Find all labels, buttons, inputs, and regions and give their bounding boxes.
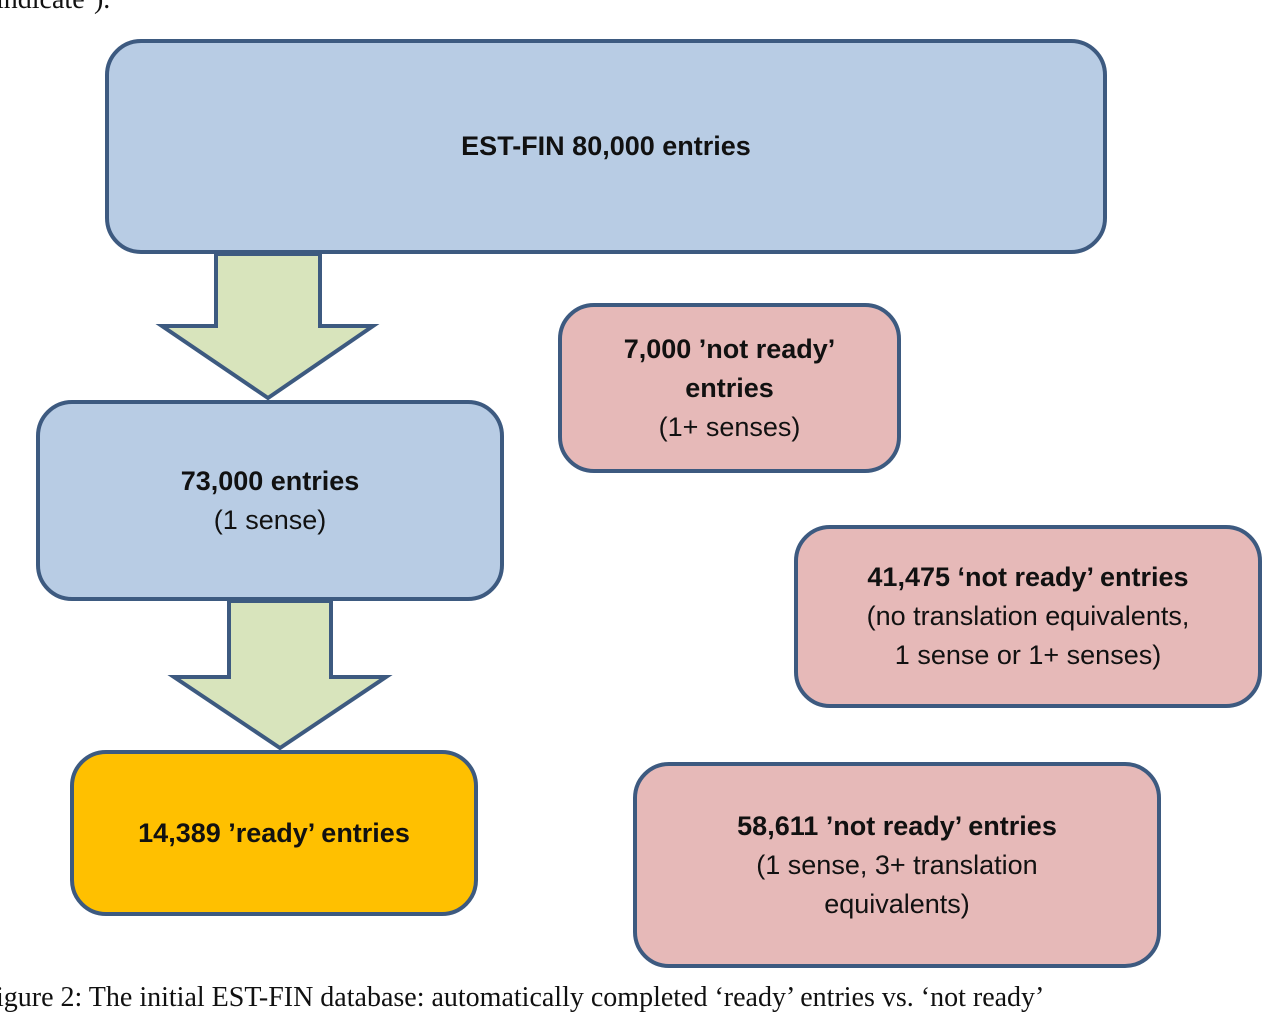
not-ready-no-translation-note-1: (no translation equivalents, — [866, 601, 1190, 631]
not-ready-no-translation-box: 41,475 ‘not ready’ entries (no translati… — [794, 525, 1262, 708]
one-sense-entries-count: 73,000 entries — [180, 465, 360, 496]
one-sense-entries-box: 73,000 entries (1 sense) — [36, 400, 504, 601]
not-ready-no-translation-count: 41,475 ‘not ready’ entries — [867, 562, 1189, 592]
partial-caption-bottom: igure 2: The initial EST-FIN database: a… — [0, 982, 1045, 1013]
ready-entries-label: 14,389 ’ready’ entries — [138, 817, 410, 848]
not-ready-many-translations-box: 58,611 ’not ready’ entries (1 sense, 3+ … — [633, 762, 1161, 968]
one-sense-entries-note: (1 sense) — [213, 504, 327, 535]
not-ready-no-translation-note-2: 1 sense or 1+ senses) — [894, 640, 1162, 670]
not-ready-multi-sense-entries: entries — [685, 372, 774, 403]
not-ready-multi-sense-count: 7,000 ’not ready’ — [623, 333, 836, 364]
ready-entries-box: 14,389 ’ready’ entries — [70, 750, 478, 916]
not-ready-many-translations-count: 58,611 ’not ready’ entries — [737, 810, 1057, 841]
est-fin-total-label: EST-FIN 80,000 entries — [461, 131, 751, 161]
not-ready-many-translations-note-2: equivalents) — [824, 888, 970, 919]
arrow-down-1 — [155, 252, 380, 401]
arrow-down-2 — [167, 599, 393, 751]
partial-text-top: indicate’). — [0, 0, 110, 14]
not-ready-many-translations-note-1: (1 sense, 3+ translation — [756, 849, 1038, 880]
not-ready-multi-sense-note: (1+ senses) — [658, 411, 801, 442]
not-ready-multi-sense-box: 7,000 ’not ready’ entries (1+ senses) — [558, 303, 901, 473]
est-fin-total-box: EST-FIN 80,000 entries — [105, 39, 1107, 254]
